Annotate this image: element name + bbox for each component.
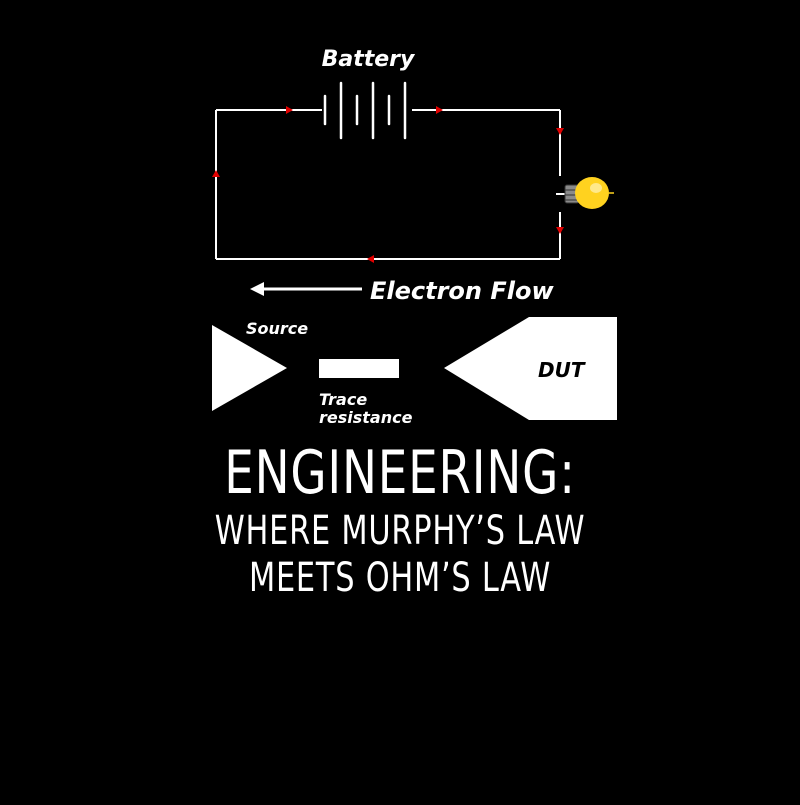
arrow-left-icon xyxy=(250,282,264,296)
source-label: Source xyxy=(246,319,308,338)
source-triangle-icon xyxy=(212,325,287,411)
dut-label: DUT xyxy=(538,358,586,382)
flow-arrow-icon xyxy=(556,128,564,135)
flow-arrow-icon xyxy=(556,227,564,234)
flow-arrow-icon xyxy=(367,255,374,263)
dut-shape xyxy=(444,317,617,420)
battery-label: Battery xyxy=(322,47,416,72)
trace-label-line2: resistance xyxy=(319,408,413,427)
circuit-wires xyxy=(215,109,561,260)
trace-label-line1: Trace xyxy=(319,390,367,409)
headline-title: ENGINEERING: xyxy=(224,438,576,508)
electron-flow-arrow xyxy=(250,282,362,296)
headline-line-2: MEETS OHM’S LAW xyxy=(248,555,552,601)
flow-arrow-icon xyxy=(286,106,293,114)
battery-symbol xyxy=(323,81,407,140)
electron-flow-label: Electron Flow xyxy=(370,277,554,305)
headline-line-1: WHERE MURPHY’S LAW xyxy=(214,508,586,554)
trace-resistance-bar xyxy=(319,359,399,378)
flow-arrow-icon xyxy=(436,106,443,114)
light-bulb-icon xyxy=(556,177,614,209)
flow-arrow-icon xyxy=(212,170,220,177)
flow-markers xyxy=(212,106,564,263)
